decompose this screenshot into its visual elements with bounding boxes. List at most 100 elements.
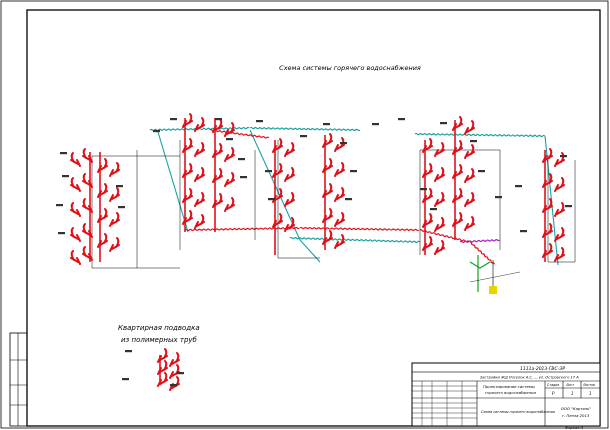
- fixture-branch: [70, 250, 81, 265]
- fixture-branch: [554, 227, 565, 242]
- fixture-branch: [182, 113, 193, 128]
- tb-sheets-label: Листов: [582, 383, 595, 387]
- fixture-branch: [452, 164, 463, 179]
- fixture-branch: [422, 138, 433, 153]
- pipe-tag: [226, 138, 233, 141]
- tb-sheet-name: Схема системы горячего водоснабжения: [481, 410, 555, 414]
- fixture-branch: [157, 372, 168, 387]
- circulation-pipe: [289, 236, 421, 244]
- fixture-branch: [434, 240, 445, 255]
- fixture-branch: [322, 230, 333, 245]
- inner-frame: [26, 9, 601, 427]
- fixture-branch: [182, 210, 193, 225]
- fixture-branch: [157, 360, 168, 375]
- fixture-branch: [97, 158, 108, 173]
- fixture-branch: [334, 187, 345, 202]
- pipe-tag: [478, 170, 485, 173]
- fixture-branch: [554, 247, 565, 262]
- pipe-tag: [515, 185, 522, 188]
- pipe-tag: [565, 205, 572, 208]
- tb-stage-label: Стадия: [547, 383, 559, 387]
- heater-unit: [489, 286, 497, 294]
- accent-pipe: [459, 239, 501, 243]
- pipe-tag: [118, 206, 125, 209]
- pipe-tag: [240, 176, 247, 179]
- fixture-branch: [194, 117, 205, 132]
- tb-org-1: ООО "Картэль": [561, 406, 591, 411]
- tb-format: Формат А: [565, 426, 584, 430]
- pipe-tag: [398, 118, 405, 121]
- fixture-branch: [334, 212, 345, 227]
- fixture-branch: [322, 133, 333, 148]
- fixture-branch: [194, 142, 205, 157]
- note-line-1: Квартирная подводка: [118, 324, 200, 332]
- fixture-branch: [97, 208, 108, 223]
- fixture-branch: [422, 236, 433, 251]
- tb-sheet-label: Лист: [565, 383, 574, 387]
- pipe-tag: [256, 120, 263, 123]
- fixture-branch: [109, 212, 120, 227]
- pipe-tag: [495, 196, 502, 199]
- pipe-tag: [177, 372, 184, 375]
- fixture-branch: [284, 142, 295, 157]
- pipe-tag: [323, 123, 330, 126]
- supply-main: [209, 129, 270, 139]
- fixture-branch: [334, 234, 345, 249]
- fixture-branch: [542, 223, 553, 238]
- circulation-pipe: [249, 126, 361, 132]
- fixture-branch: [422, 188, 433, 203]
- fixture-branch: [434, 217, 445, 232]
- fixture-branch: [542, 243, 553, 258]
- fixture-branch: [169, 376, 180, 391]
- fixture-branch: [70, 227, 81, 242]
- fixture-branch: [70, 202, 81, 217]
- pipe-tag: [470, 140, 477, 143]
- fixture-branch: [334, 162, 345, 177]
- fixture-branch: [194, 214, 205, 229]
- pipe-tag: [300, 135, 307, 138]
- fixture-branch: [212, 168, 223, 183]
- fixture-branch: [322, 183, 333, 198]
- fixture-branch: [182, 188, 193, 203]
- fixture-branch: [70, 152, 81, 167]
- distribution-line: [469, 271, 521, 283]
- hot-water-schematic: [56, 113, 576, 391]
- tb-sheet-title-2: горячего водоснабжения: [485, 390, 537, 395]
- fixture-branch: [554, 202, 565, 217]
- pipe-tag: [268, 198, 275, 201]
- fixture-branch: [452, 188, 463, 203]
- pipe-tag: [265, 170, 272, 173]
- fixture-branch: [82, 148, 93, 163]
- note-line-2: из полимерных труб: [121, 336, 198, 344]
- circulation-pipe: [157, 131, 189, 233]
- fixture-branch: [554, 177, 565, 192]
- circulation-pipe: [299, 239, 321, 263]
- pipe-tag: [62, 175, 69, 178]
- fixture-branch: [322, 208, 333, 223]
- fixture-branch: [452, 116, 463, 131]
- binding-strip: [9, 332, 28, 427]
- fixture-branch: [182, 163, 193, 178]
- fixture-branch: [452, 140, 463, 155]
- accent-pipe: [469, 261, 491, 269]
- fixture-branch: [212, 193, 223, 208]
- fixture-branch: [464, 168, 475, 183]
- fixture-branch: [464, 120, 475, 135]
- pipe-tag: [350, 170, 357, 173]
- fixture-branch: [169, 364, 180, 379]
- fixture-branch: [434, 192, 445, 207]
- fixture-branch: [82, 246, 93, 261]
- fixture-branch: [542, 173, 553, 188]
- fixture-branch: [224, 122, 235, 137]
- fixture-branch: [194, 192, 205, 207]
- fixture-branch: [109, 237, 120, 252]
- fixture-branch: [554, 152, 565, 167]
- circulation-pipe: [414, 132, 546, 138]
- supply-main: [419, 229, 470, 243]
- fixture-branch: [542, 148, 553, 163]
- pipe-tag: [345, 198, 352, 201]
- fixture-branch: [542, 198, 553, 213]
- fixture-branch: [322, 158, 333, 173]
- drawing-title: Схема системы горячего водоснабжения: [279, 64, 421, 72]
- fixture-branch: [109, 187, 120, 202]
